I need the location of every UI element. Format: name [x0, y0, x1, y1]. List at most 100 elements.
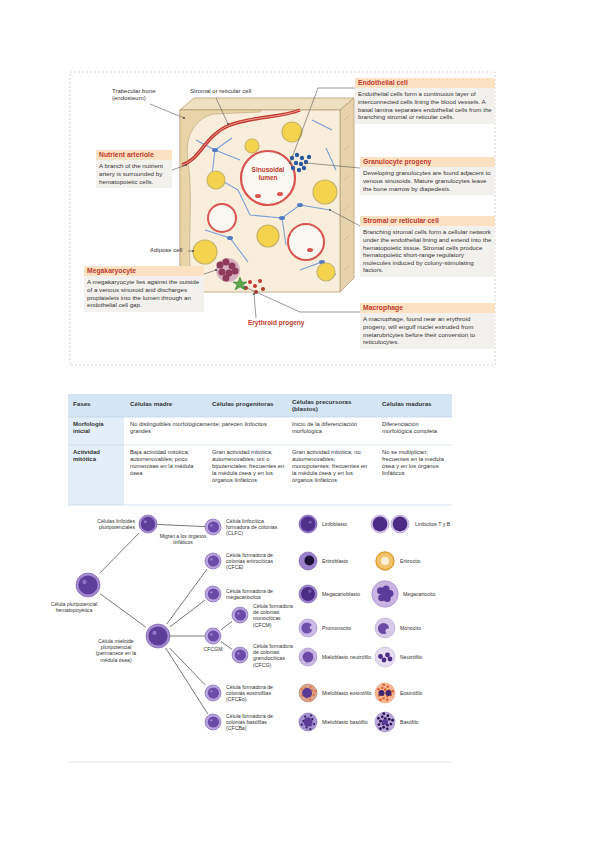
leader-line [204, 270, 216, 274]
cell-nucleus [303, 652, 314, 663]
sinusoid [208, 204, 236, 232]
cell-node: Eosinófilo [375, 683, 395, 703]
part-label: Adipose cell [150, 247, 188, 254]
cell-granule [382, 697, 385, 700]
erythroid-cluster [253, 284, 257, 288]
cell-nucleus [385, 653, 390, 658]
cell-drawing [299, 684, 317, 702]
cell-nucleus [393, 517, 408, 532]
cell-icon [76, 573, 100, 597]
leader-line [330, 210, 360, 226]
cell-body [299, 585, 317, 603]
megakaryocyte-cluster [232, 268, 239, 275]
callout-heading: Stromal or reticular cell [360, 216, 495, 226]
callout-body: Endothelial cells form a continuous laye… [355, 88, 495, 123]
leader-line [245, 287, 360, 312]
cell-granule [379, 698, 382, 701]
cell-node: Megacariocito [374, 583, 396, 605]
lineage-connector [157, 524, 205, 526]
cell-icon [205, 714, 221, 730]
cell-icon [374, 583, 396, 605]
cell-drawing [375, 712, 395, 732]
cell-nucleus [208, 716, 219, 727]
cell-drawing [372, 581, 398, 607]
adipose-cell [193, 240, 217, 264]
cell-label: Mieloblasto basófilo [322, 719, 374, 725]
lineage-connector [221, 621, 232, 630]
cell-icon [146, 624, 170, 648]
part-label: Trabecular bone (endosteum) [112, 88, 174, 102]
cell-icon [371, 515, 389, 533]
table-row-header: Actividad mitótica [73, 449, 121, 463]
cell-icon [232, 647, 248, 663]
lineage-connector [170, 636, 205, 637]
megakaryocyte-cluster [216, 258, 240, 282]
cell-label: Célula linfocítica formadora de colonias… [226, 518, 288, 537]
cell-label: Mieloblasto neutrófilo [322, 654, 374, 660]
cell-granule [386, 699, 389, 702]
callout-box: Endothelial cellEndothelial cells form a… [355, 78, 495, 124]
cell-label: Linfocitos T y B [415, 521, 465, 527]
cell-drawing [232, 607, 248, 623]
cell-nucleus [382, 719, 388, 725]
cell-nucleolus [237, 652, 239, 654]
table-cell: Baja actividad mitótica; autorrenovables… [130, 449, 205, 477]
cell-granule [379, 727, 382, 730]
cell-node: Mieloblasto eosinófilo [299, 684, 317, 702]
cell-body [375, 712, 395, 732]
cell-granule [377, 717, 380, 720]
cell-node: Mieloblasto neutrófilo [299, 648, 317, 666]
adipose-cell [313, 180, 337, 204]
cell-granule [314, 659, 316, 661]
cell-label: Neutrófilo [400, 654, 450, 660]
cell-node: Eritrocito [376, 552, 394, 570]
cell-body [386, 629, 391, 634]
table-cell: Diferenciación morfológica completa [382, 421, 447, 435]
cell-drawing [299, 648, 317, 666]
cell-body [299, 619, 317, 637]
marrow-block [180, 110, 340, 292]
table-cell: No distinguibles morfológicamente; parec… [130, 421, 285, 435]
cell-node: Célula formadora de colonias eosinófilas… [205, 685, 221, 701]
cell-body [375, 647, 395, 667]
cell-granule [310, 686, 312, 688]
cell-granule [300, 659, 302, 661]
cell-label: Linfoblasto [322, 521, 374, 527]
marrow-block [340, 98, 354, 292]
cell-granule [389, 723, 392, 726]
marrow-block [180, 98, 354, 292]
cell-label: Célula mieloide pluripotencial (permanec… [88, 638, 144, 663]
table-cell: Inicio de la diferenciación morfológica [292, 421, 372, 435]
cell-granule [377, 688, 380, 691]
figure-frame [70, 72, 495, 365]
trabecular-bone [180, 110, 262, 292]
cell-drawing [76, 573, 100, 597]
leader-dot [305, 162, 307, 164]
callout-body: A branch of the nutrient artery is surro… [96, 160, 172, 188]
cell-drawing [371, 515, 409, 533]
macrophage-star [233, 277, 247, 290]
cell-nucleolus [210, 591, 212, 593]
cell-node: Neutrófilo [375, 647, 395, 667]
callout-box: MegakaryocyteA megakaryocyte lies agains… [84, 266, 204, 312]
cell-icon [299, 585, 317, 603]
cell-body [376, 552, 394, 570]
lineage-connector [170, 600, 205, 627]
cell-nucleolus [237, 612, 239, 614]
megakaryocyte-cluster [223, 275, 230, 282]
cell-body [76, 573, 100, 597]
callout-body: Branching stromal cells form a cellular … [360, 226, 495, 276]
megakaryocyte-cluster [223, 259, 230, 266]
cell-granule [383, 683, 386, 686]
leader-dot [253, 293, 255, 295]
callout-heading: Granulocyte progeny [360, 157, 495, 167]
cell-granule [381, 715, 384, 718]
cell-node: Promonocito [299, 619, 317, 637]
table-grid [68, 762, 452, 763]
cell-nucleus [304, 718, 313, 727]
cell-drawing [205, 714, 221, 730]
cell-nucleolus [210, 690, 212, 692]
